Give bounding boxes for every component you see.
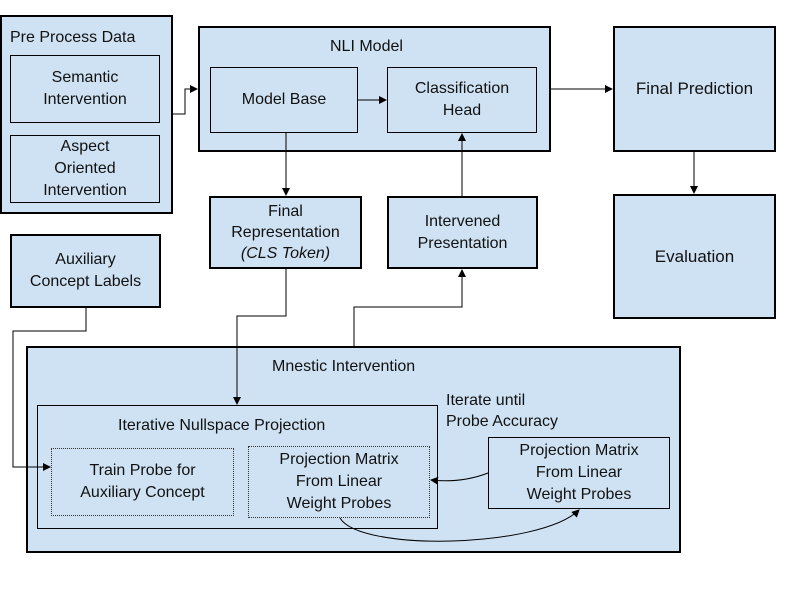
train-probe-box: Train Probe for Auxiliary Concept	[51, 448, 234, 516]
evaluation-box: Evaluation	[613, 194, 776, 319]
final-representation-box: Final Representation (CLS Token)	[209, 196, 362, 269]
final-prediction-box: Final Prediction	[613, 26, 776, 152]
nli-model-title: NLI Model	[330, 38, 403, 55]
classification-head-box: Classification Head	[387, 67, 537, 133]
arrow-preprocess-to-nli	[173, 85, 198, 115]
arrow-mnestic-to-intervened	[353, 269, 466, 346]
final-representation-line1: Final	[268, 203, 303, 220]
preprocess-title: Pre Process Data	[10, 29, 136, 46]
auxiliary-labels-box: Auxiliary Concept Labels	[10, 234, 161, 308]
iterate-note: Iterate until Probe Accuracy	[446, 392, 559, 430]
projection-matrix-inner-box: Projection Matrix From Linear Weight Pro…	[248, 446, 430, 518]
model-base-box: Model Base	[210, 67, 358, 133]
mnestic-title: Mnestic Intervention	[272, 358, 416, 375]
cls-token-label: (CLS Token)	[240, 245, 331, 262]
intervened-presentation-box: Intervened Presentation	[387, 196, 538, 269]
aspect-intervention-box: Aspect Oriented Intervention	[10, 135, 160, 203]
projection-matrix-outer-box: Projection Matrix From Linear Weight Pro…	[488, 437, 670, 509]
semantic-intervention-box: Semantic Intervention	[10, 55, 160, 123]
inlp-title: Iterative Nullspace Projection	[118, 417, 326, 434]
final-representation-line2: Representation	[231, 224, 340, 241]
